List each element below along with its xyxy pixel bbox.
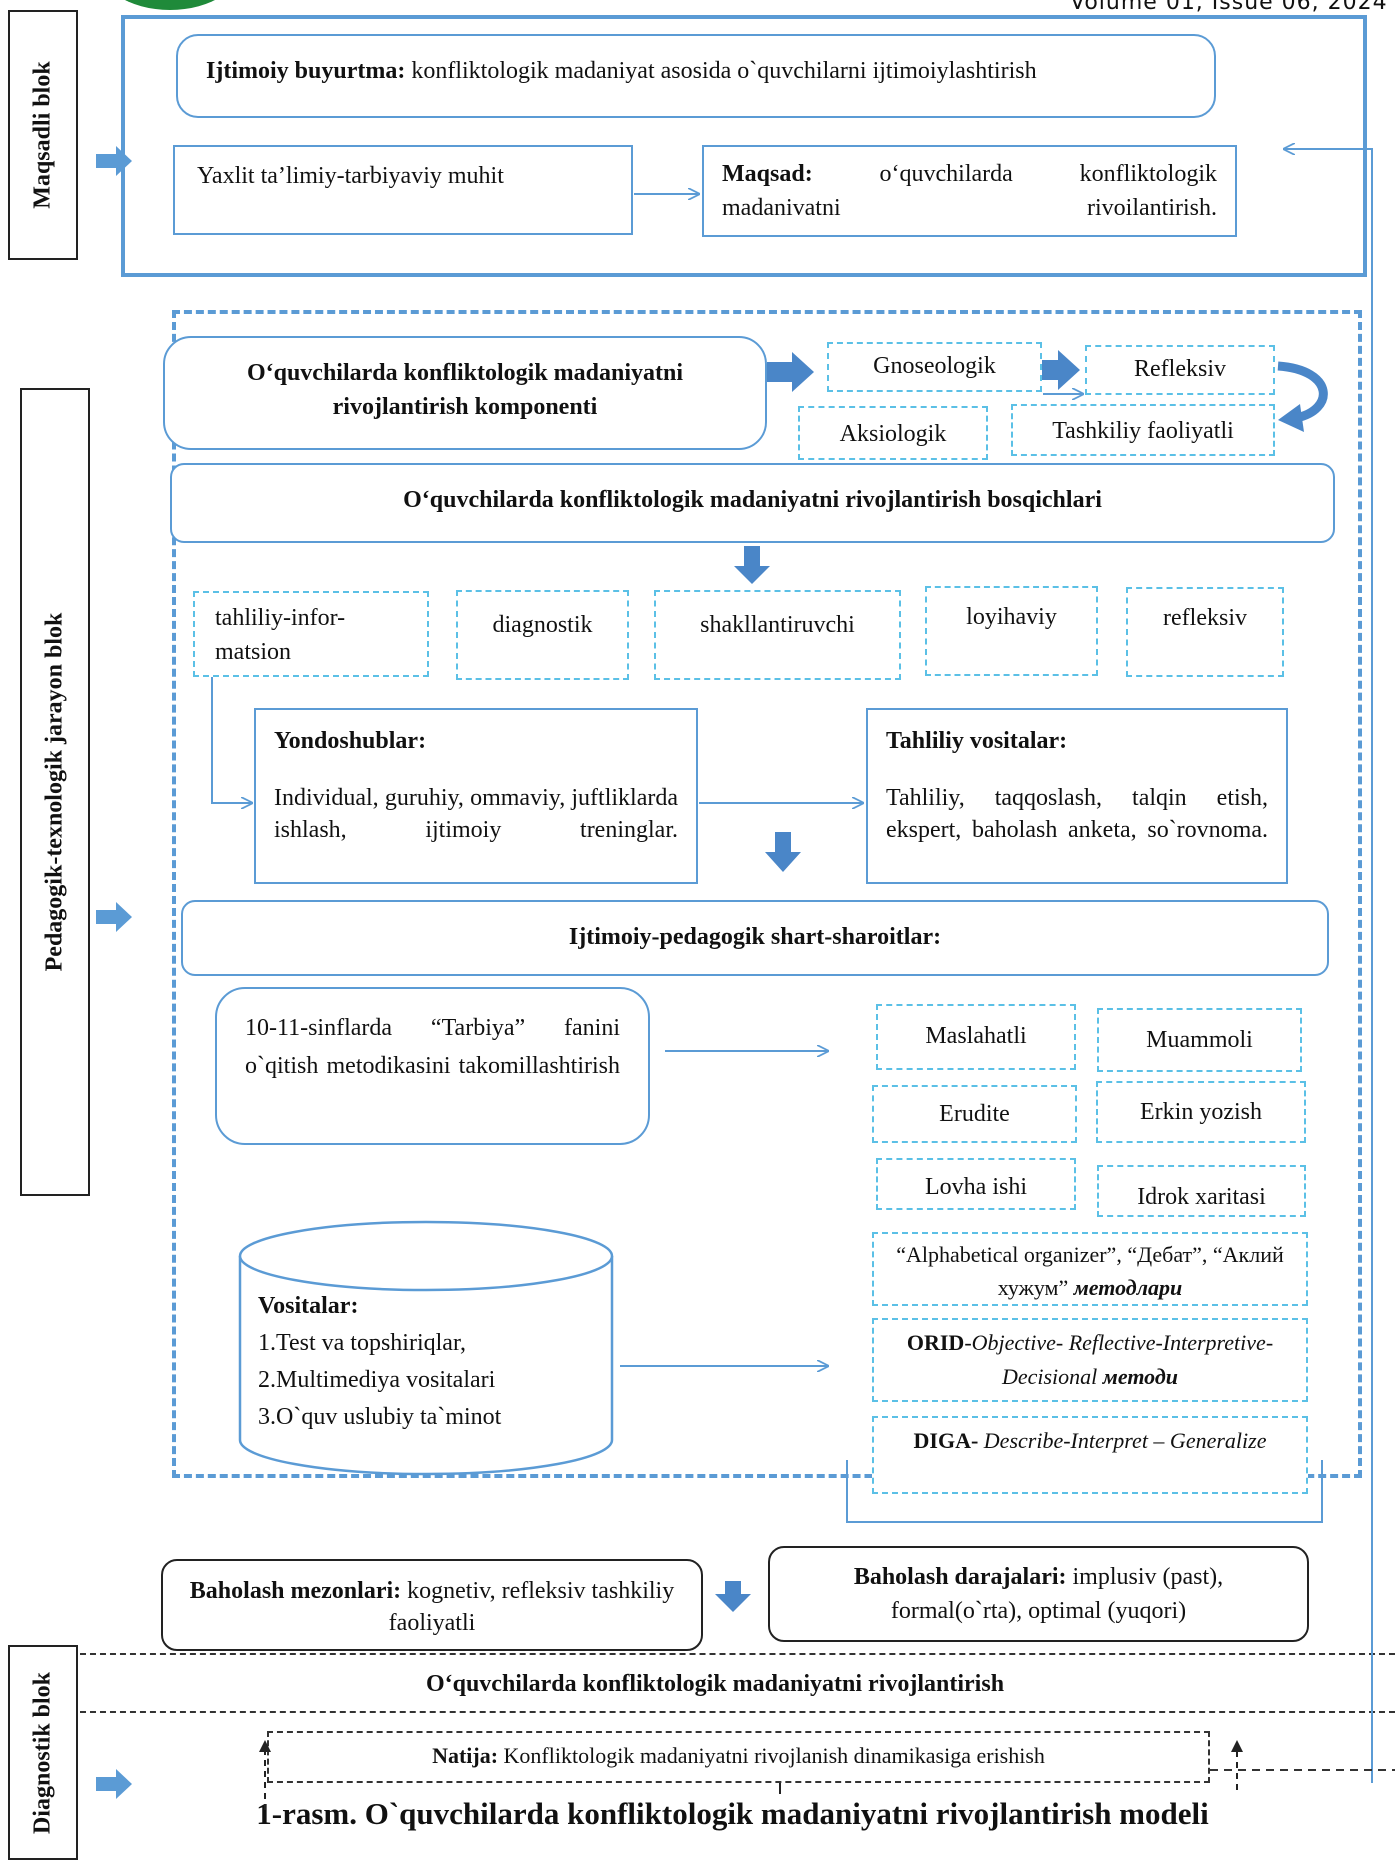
result-text: Konfliktologik madaniyatni rivojlanish d… xyxy=(498,1743,1045,1768)
side-label-pedagogik-text: Pedagogik-texnologik jarayon blok xyxy=(41,612,68,972)
means-title: Vositalar: xyxy=(258,1293,359,1319)
conditions-title: Ijtimoiy-pedagogik shart-sharoitlar: xyxy=(568,924,942,950)
arrow-criteria-down xyxy=(715,1581,751,1612)
figure-caption-text: 1-rasm. O`quvchilarda konfliktologik mad… xyxy=(256,1796,1209,1831)
stage-loyihaviy-label: loyihaviy xyxy=(966,604,1057,630)
stage-tahliliy-label: tahliliy-infor-matsion xyxy=(215,605,346,665)
method-alphabetical-box: “Alphabetical organizer”, “Дебат”, “Акли… xyxy=(872,1232,1308,1306)
criteria-label: Baholash mezonlari: xyxy=(189,1578,402,1604)
development-heading-text: O‘quvchilarda konfliktologik madaniyatni… xyxy=(425,1671,1005,1697)
technique-lovha-ishi-label: Lovha ishi xyxy=(925,1174,1027,1200)
technique-idrok-xaritasi-label: Idrok xaritasi xyxy=(1137,1184,1266,1210)
technique-muammoli-label: Muammoli xyxy=(1146,1027,1253,1053)
development-heading: O‘quvchilarda konfliktologik madaniyatni… xyxy=(100,1667,1330,1701)
diagnostic-dash-line-top xyxy=(80,1653,1395,1655)
technique-erudite-label: Erudite xyxy=(939,1101,1010,1127)
technique-erudite: Erudite xyxy=(872,1085,1077,1143)
methodology-text: 10-11-sinflarda “Tarbiya” fanini o`qitis… xyxy=(245,1015,620,1079)
method-orid-bold: ORID xyxy=(906,1330,965,1355)
component-tashkiliy-label: Tashkiliy faoliyatli xyxy=(1052,418,1234,444)
stage-refleksiv: refleksiv xyxy=(1126,587,1284,677)
side-label-pedagogik: Pedagogik-texnologik jarayon blok xyxy=(20,388,90,1196)
component-gnoseologik-label: Gnoseologik xyxy=(873,353,996,379)
means-item-2: 2.Multimediya vositalari xyxy=(258,1367,496,1393)
stages-title: O‘quvchilarda konfliktologik madaniyatni… xyxy=(403,487,1102,513)
side-label-diagnostik: Diagnostik blok xyxy=(8,1645,78,1860)
method-diga-bold: DIGA- xyxy=(913,1428,979,1453)
component-refleksiv-label: Refleksiv xyxy=(1134,356,1226,382)
method-orid-text: -Objective- Reflective-Interpretive- Dec… xyxy=(964,1330,1274,1389)
environment-text: Yaxlit ta’limiy-tarbiyaviy muhit xyxy=(197,163,504,189)
result-box: Natija: Konfliktologik madaniyatni rivoj… xyxy=(267,1731,1210,1783)
method-diga-text: Describe-Interpret – Generalize xyxy=(978,1428,1267,1453)
stages-title-box: O‘quvchilarda konfliktologik madaniyatni… xyxy=(170,463,1335,543)
technique-lovha-ishi: Lovha ishi xyxy=(876,1158,1076,1210)
approaches-text: Individual, guruhiy, ommaviy, juftliklar… xyxy=(274,785,678,843)
levels-box: Baholash darajalari: implusiv (past), fo… xyxy=(768,1546,1309,1642)
block-arrow-3 xyxy=(96,1769,132,1799)
stage-diagnostik: diagnostik xyxy=(456,590,629,680)
volume-issue: Volume 01, Issue 06, 2024 xyxy=(1070,0,1388,15)
component-gnoseologik: Gnoseologik xyxy=(827,342,1042,392)
levels-label: Baholash darajalari: xyxy=(853,1564,1067,1590)
analytical-tools-title: Tahliliy vositalar: xyxy=(886,728,1068,754)
stage-shakllantiruvchi-label: shakllantiruvchi xyxy=(700,612,855,638)
stage-diagnostik-label: diagnostik xyxy=(492,612,593,638)
side-label-maqsadli-text: Maqsadli blok xyxy=(29,61,56,209)
method-diga-box: DIGA- Describe-Interpret – Generalize xyxy=(872,1416,1308,1494)
technique-maslahatli: Maslahatli xyxy=(876,1004,1076,1070)
goal-block-frame xyxy=(121,15,1367,277)
journal-logo xyxy=(95,0,245,10)
analytical-tools-box: Tahliliy vositalar: Tahliliy, taqqoslash… xyxy=(866,708,1288,884)
levels-text: implusiv (past), formal(o`rta), optimal … xyxy=(890,1564,1224,1624)
environment-box: Yaxlit ta’limiy-tarbiyaviy muhit xyxy=(173,145,633,235)
component-title-box: O‘quvchilarda konfliktologik madaniyatni… xyxy=(163,336,767,450)
result-arrow-right-head xyxy=(1231,1740,1243,1752)
component-aksiologik: Aksiologik xyxy=(798,406,988,460)
component-title: O‘quvchilarda konfliktologik madaniyatni… xyxy=(246,360,684,420)
side-label-diagnostik-text: Diagnostik blok xyxy=(29,1671,56,1834)
approaches-title: Yondoshublar: xyxy=(274,728,427,754)
means-item-1: 1.Test va topshiriqlar, xyxy=(258,1330,466,1356)
social-order-text: konfliktologik madaniyat asosida o`quvch… xyxy=(405,58,1037,84)
means-item-3: 3.O`quv uslubiy ta`minot xyxy=(258,1404,502,1430)
block-arrow-2 xyxy=(96,902,132,932)
figure-caption: 1-rasm. O`quvchilarda konfliktologik mad… xyxy=(100,1792,1365,1836)
goal-text: o‘quvchilarda konfliktologik madanivatni… xyxy=(722,161,1217,221)
stage-loyihaviy: loyihaviy xyxy=(925,586,1098,676)
method-alphabetical-text: “Alphabetical organizer”, “Дебат”, “Акли… xyxy=(896,1242,1284,1300)
technique-erkin-yozish-label: Erkin yozish xyxy=(1140,1099,1262,1125)
conditions-title-box: Ijtimoiy-pedagogik shart-sharoitlar: xyxy=(181,900,1329,976)
stage-tahliliy: tahliliy-infor-matsion xyxy=(193,591,429,677)
diagnostic-dash-line-bottom xyxy=(80,1711,1395,1713)
result-label: Natija: xyxy=(432,1743,499,1768)
stage-refleksiv-label: refleksiv xyxy=(1163,605,1247,631)
goal-label: Maqsad: xyxy=(722,161,813,187)
stage-shakllantiruvchi: shakllantiruvchi xyxy=(654,590,901,680)
side-label-maqsadli: Maqsadli blok xyxy=(8,10,78,260)
methodology-box: 10-11-sinflarda “Tarbiya” fanini o`qitis… xyxy=(215,987,650,1145)
means-cylinder xyxy=(238,1220,614,1476)
technique-muammoli: Muammoli xyxy=(1097,1008,1302,1072)
social-order-box: Ijtimoiy buyurtma: konfliktologik madani… xyxy=(176,34,1216,118)
social-order-label: Ijtimoiy buyurtma: xyxy=(206,58,406,84)
component-refleksiv: Refleksiv xyxy=(1085,345,1275,395)
method-orid-suffix: методи xyxy=(1097,1364,1179,1389)
component-aksiologik-label: Aksiologik xyxy=(839,421,947,447)
means-content: Vositalar: 1.Test va topshiriqlar, 2.Mul… xyxy=(258,1288,598,1436)
criteria-text: kognetiv, refleksiv tashkiliy faoliyatli xyxy=(388,1578,675,1636)
technique-maslahatli-label: Maslahatli xyxy=(925,1023,1027,1049)
analytical-tools-text: Tahliliy, taqqoslash, talqin etish, eksp… xyxy=(886,785,1268,843)
method-orid-box: ORID-Objective- Reflective-Interpretive-… xyxy=(872,1318,1308,1402)
component-tashkiliy: Tashkiliy faoliyatli xyxy=(1011,404,1275,456)
technique-erkin-yozish: Erkin yozish xyxy=(1096,1081,1306,1143)
method-alphabetical-suffix: методлари xyxy=(1068,1275,1183,1300)
criteria-box: Baholash mezonlari: kognetiv, refleksiv … xyxy=(161,1559,703,1651)
goal-box: Maqsad: o‘quvchilarda konfliktologik mad… xyxy=(702,145,1237,237)
approaches-box: Yondoshublar: Individual, guruhiy, ommav… xyxy=(254,708,698,884)
technique-idrok-xaritasi: Idrok xaritasi xyxy=(1097,1165,1306,1217)
